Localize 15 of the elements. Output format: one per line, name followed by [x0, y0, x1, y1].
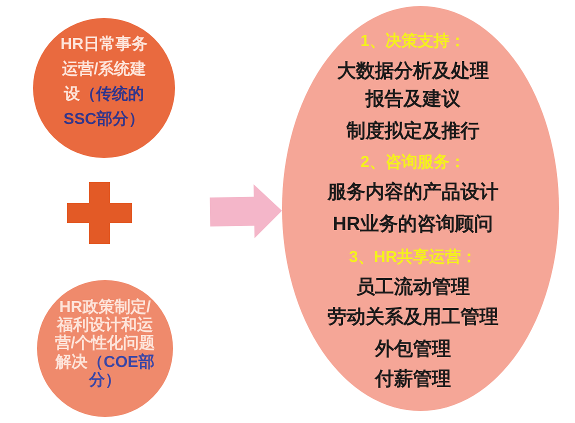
list-item: HR业务的咨询顾问	[332, 214, 494, 236]
list-item: 劳动关系及用工管理	[328, 307, 498, 329]
list-item: 制度拟定及推行	[346, 121, 480, 143]
list-item: 外包管理	[375, 339, 451, 361]
section-heading: 1、决策支持：	[360, 32, 466, 52]
list-item: 报告及建议	[366, 89, 460, 111]
section-heading: 3、HR共享运营：	[349, 248, 477, 268]
list-item: 大数据分析及处理	[337, 61, 489, 83]
arrow	[210, 184, 282, 238]
section-heading: 2、咨询服务：	[360, 154, 466, 172]
list-item: 员工流动管理	[356, 277, 470, 299]
circle-text: HR政策制定/福利设计和运营/个性化问题解决（COE部分）	[54, 299, 156, 390]
circle-text: HR日常事务运营/系统建设（传统的SSC部分）	[59, 34, 149, 130]
list-item: 服务内容的产品设计	[328, 182, 498, 204]
list-item: 付薪管理	[375, 369, 451, 391]
